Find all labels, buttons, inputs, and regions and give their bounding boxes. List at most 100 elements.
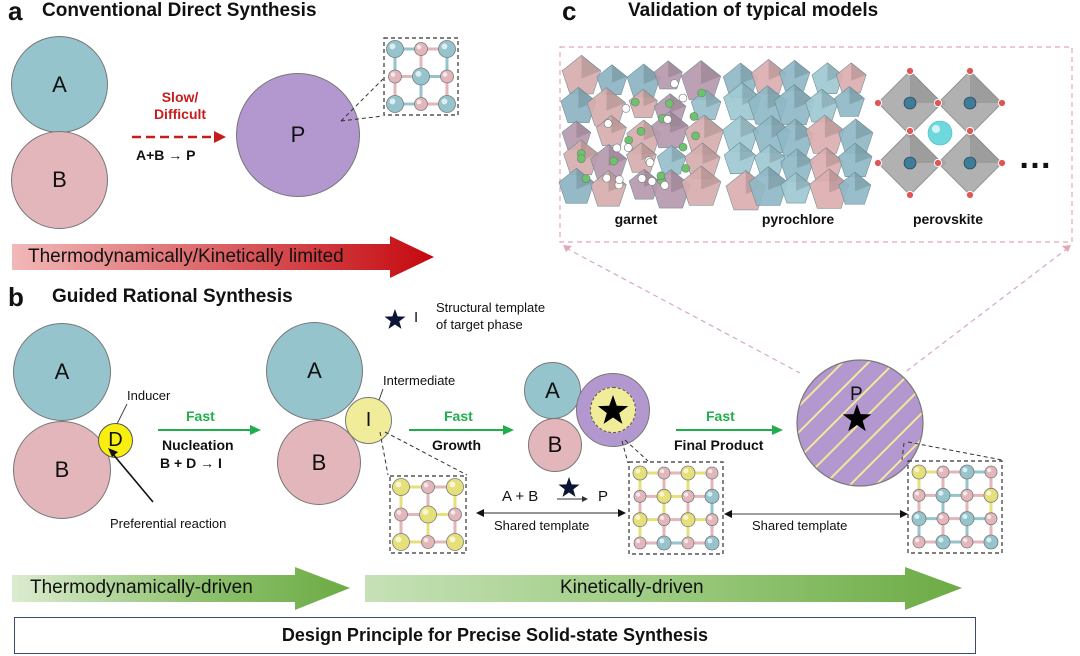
model-label-perovskite: perovskite (912, 211, 984, 227)
atom-highlight (422, 508, 429, 515)
step1-speed: Fast (186, 408, 215, 424)
model-label-pyrochlore: pyrochlore (761, 211, 835, 227)
atom-highlight (389, 98, 396, 105)
step1-name: Nucleation (162, 437, 234, 453)
polyhedron-face (578, 87, 597, 109)
lithium-ion (636, 127, 646, 136)
lithium-ion (621, 104, 631, 113)
oxygen-atom (933, 98, 943, 108)
lithium-ion (623, 143, 633, 152)
step3-name: Final Product (674, 437, 764, 453)
polyhedron-face (740, 62, 758, 84)
atom-highlight (962, 467, 968, 473)
atom-highlight (395, 536, 402, 543)
lithium-ion (660, 181, 670, 190)
atom-highlight (660, 469, 665, 474)
pyrochlore-structure-image (722, 58, 874, 211)
circle-a-label: A (52, 71, 67, 97)
polyhedron (628, 168, 660, 200)
panel-c-title: Validation of typical models (628, 0, 879, 21)
panel-a-circle-a: A (11, 36, 108, 133)
oxygen-atom (905, 126, 915, 136)
stage1-circle-b: B (13, 421, 111, 519)
atom-highlight (635, 515, 641, 521)
octahedron-face (970, 131, 1002, 163)
lattice-atom (936, 465, 950, 479)
atom-highlight (449, 536, 456, 543)
atom-highlight (441, 98, 448, 105)
polyhedron-face (704, 114, 724, 139)
atom-highlight (707, 538, 713, 544)
circle-b-label: B (52, 167, 67, 192)
atom-highlight (390, 72, 396, 77)
polyhedron-face (794, 84, 815, 109)
atom-highlight (684, 492, 689, 497)
polyhedron-face (706, 89, 721, 108)
polyhedron-face (739, 142, 756, 162)
circle-b-label: B (54, 457, 70, 482)
polyhedron-face (854, 172, 871, 192)
circle-b-label: B (311, 449, 327, 475)
polyhedron-face (796, 148, 814, 169)
polyhedron-face (742, 82, 761, 105)
preferential-reaction-label: Preferential reaction (110, 516, 227, 531)
lithium-ion (637, 174, 647, 183)
slow-dashed-arrow (132, 131, 226, 143)
lithium-ion (630, 97, 640, 107)
atom-highlight (395, 481, 402, 488)
atom-highlight (449, 481, 456, 488)
product-outline (796, 359, 924, 487)
shared-template-arrow-2 (724, 510, 908, 518)
more-models-ellipsis: … (1018, 138, 1054, 176)
atom-highlight (986, 490, 992, 496)
polyhedron-face (576, 120, 591, 139)
polyhedron (834, 86, 865, 117)
atom-highlight (441, 43, 448, 50)
legend-star-symbol: I (414, 309, 419, 326)
lithium-ion (602, 173, 612, 183)
polyhedron-face (795, 172, 812, 191)
b-site-cation (963, 96, 977, 110)
atom-highlight (415, 70, 422, 77)
shared-template-label-2: Shared template (752, 518, 848, 533)
polyhedron-face (701, 165, 721, 190)
lithium-ion (689, 112, 699, 121)
atom-highlight (938, 537, 944, 543)
lattice-atom (983, 534, 999, 550)
oxygen-atom (965, 126, 975, 136)
step2-arrow (409, 425, 514, 435)
shared-template-arrow-1 (476, 509, 626, 517)
atom-highlight (963, 538, 968, 543)
growth-lattice (628, 461, 724, 555)
polyhedron (723, 141, 756, 175)
lattice-atom (983, 487, 999, 503)
polyhedron (628, 88, 658, 118)
oxygen-atom (997, 158, 1007, 168)
atom-highlight (389, 43, 396, 50)
circle-i-label: I (365, 409, 372, 431)
model-label-garnet: garnet (614, 211, 658, 227)
oxygen-atom (965, 66, 975, 76)
polyhedron-face (668, 60, 683, 78)
atom-highlight (636, 539, 641, 544)
lithium-ion (691, 131, 700, 141)
polyhedron-face (829, 168, 849, 193)
atom-highlight (636, 492, 641, 497)
oxygen-atom (905, 66, 915, 76)
stage1-circle-a: A (13, 323, 111, 421)
atom-highlight (708, 469, 713, 474)
hatch-line (797, 360, 894, 486)
lithium-ion (609, 156, 618, 166)
atom-highlight (986, 537, 992, 543)
oxygen-atom (905, 190, 915, 200)
atom-highlight (914, 514, 920, 520)
panel-a-circle-p: P (236, 73, 360, 197)
polyhedron (748, 166, 789, 206)
garnet-structure-image (558, 54, 725, 209)
oxygen-atom (997, 98, 1007, 108)
intermediate-lattice (389, 475, 467, 554)
kinetically-driven-arrow (365, 567, 962, 610)
